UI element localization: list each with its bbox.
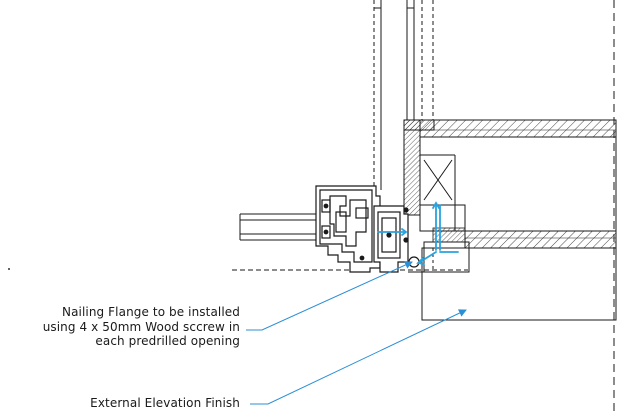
hatched-frame <box>403 119 435 216</box>
fixing-arrows <box>377 201 459 265</box>
callout-nailing-flange: Nailing Flange to be installed using 4 x… <box>42 305 240 348</box>
leader-external-finish <box>250 309 467 405</box>
sill-strip <box>432 227 466 243</box>
top-lintel <box>419 119 617 138</box>
fixing-screw <box>408 256 420 268</box>
leader-lines <box>246 261 467 405</box>
callout-external-finish: External Elevation Finish <box>90 396 240 410</box>
finish-line <box>232 269 468 273</box>
stray-dot <box>8 268 10 270</box>
outer-frame-profile <box>373 205 409 273</box>
glazing-lines <box>239 213 320 241</box>
lower-block <box>421 241 617 321</box>
leader-nailing-flange <box>246 261 413 331</box>
wall-cavity <box>419 136 617 232</box>
bottom-sill <box>464 230 617 249</box>
upper-wall-lines <box>373 0 434 190</box>
window-frame-profile <box>315 185 381 273</box>
